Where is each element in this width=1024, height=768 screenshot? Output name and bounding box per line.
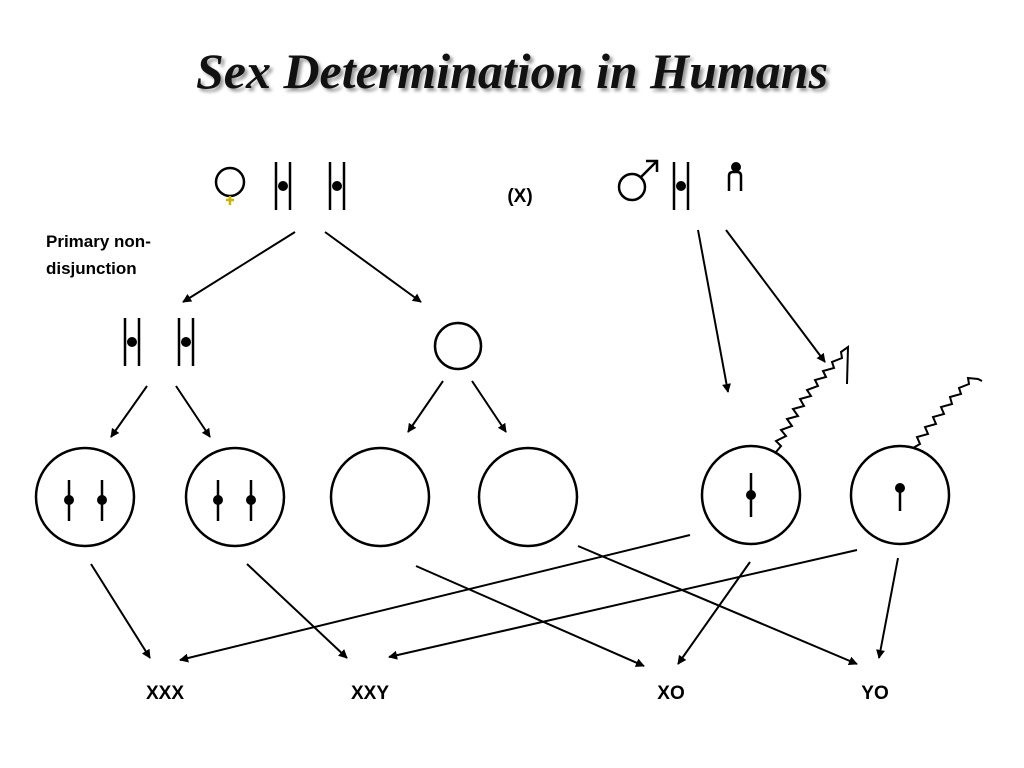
male-y-chromosome bbox=[729, 162, 741, 191]
female-x-chromosome-pair bbox=[276, 162, 290, 210]
arrow bbox=[408, 381, 443, 432]
sperm-x bbox=[702, 347, 848, 544]
meiosis-i-xx-product bbox=[125, 318, 193, 366]
egg-xx-2 bbox=[186, 448, 284, 546]
egg-empty-1 bbox=[331, 448, 429, 546]
offspring-label-yo: YO bbox=[861, 683, 888, 704]
arrow bbox=[183, 232, 295, 302]
offspring-label-xxx: XXX bbox=[146, 683, 184, 704]
meiosis-i-empty-cell bbox=[435, 323, 481, 369]
female-symbol-icon bbox=[216, 168, 244, 205]
arrow bbox=[247, 564, 347, 658]
arrow bbox=[472, 381, 506, 432]
egg-xx-1 bbox=[36, 448, 134, 546]
annotation-line-1: Primary non- bbox=[46, 232, 151, 251]
female-x-chromosome-pair-2 bbox=[330, 162, 344, 210]
offspring-label-xxy: XXY bbox=[351, 683, 389, 704]
annotation-line-2: disjunction bbox=[46, 259, 137, 278]
arrow bbox=[678, 562, 750, 664]
arrow bbox=[879, 558, 898, 658]
sperm-y bbox=[851, 378, 982, 544]
egg-empty-2 bbox=[479, 448, 577, 546]
arrow bbox=[698, 230, 728, 392]
male-symbol-icon bbox=[619, 161, 657, 200]
arrow bbox=[180, 535, 690, 660]
arrow bbox=[91, 564, 150, 658]
offspring-label-xo: XO bbox=[657, 683, 684, 704]
arrow bbox=[416, 566, 644, 666]
cross-symbol: (X) bbox=[507, 186, 532, 207]
arrow bbox=[325, 232, 421, 302]
arrow bbox=[111, 386, 147, 437]
male-x-chromosome-pair bbox=[674, 162, 688, 210]
arrow bbox=[726, 230, 825, 362]
arrow bbox=[176, 386, 210, 437]
